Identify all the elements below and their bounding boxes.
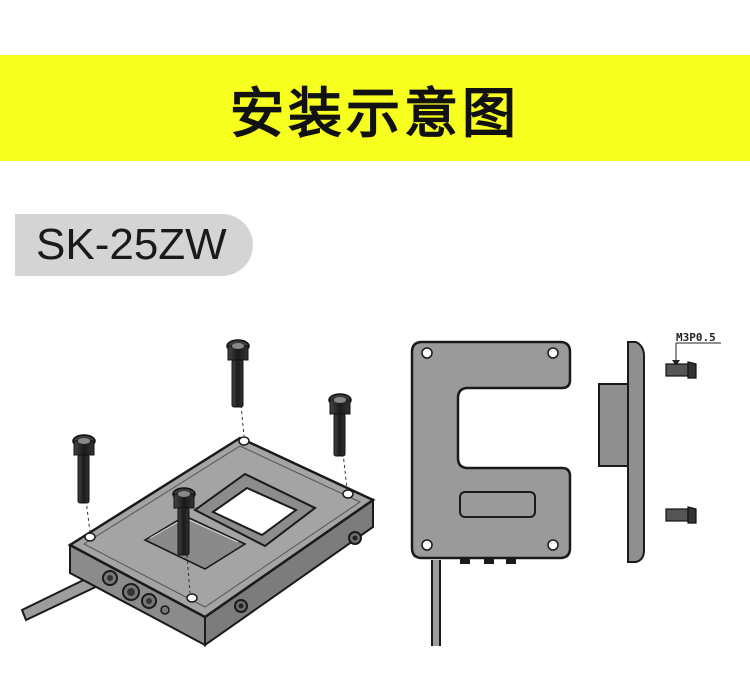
front-slot	[459, 491, 536, 518]
corner-hole	[547, 347, 559, 359]
top-slot	[143, 515, 247, 570]
screw-side-view	[665, 361, 697, 379]
side-plate	[627, 341, 645, 563]
title-banner: 安装示意图	[0, 55, 750, 161]
mounting-screw	[226, 339, 250, 408]
block-top-face	[67, 436, 376, 619]
screw-side-view	[665, 506, 697, 524]
sensor-front-view	[410, 340, 572, 646]
c-shape-body	[410, 340, 572, 560]
mounting-screw	[72, 434, 96, 504]
corner-hole	[421, 539, 433, 551]
sensor-isometric-view	[20, 339, 376, 647]
corner-hole	[186, 593, 198, 603]
corner-hole	[421, 347, 433, 359]
corner-hole	[238, 436, 250, 446]
mounting-screw	[172, 487, 196, 556]
screw-detail: M3P0.5	[665, 331, 721, 524]
corner-hole	[342, 489, 354, 499]
sensor-side-view	[598, 341, 645, 563]
side-boss	[598, 383, 629, 467]
window-opening	[211, 486, 298, 537]
model-name: SK-25ZW	[36, 220, 227, 269]
front-port	[160, 605, 170, 615]
screw-spec-label: M3P0.5	[676, 331, 716, 344]
corner-hole	[547, 539, 559, 551]
mounting-screw	[328, 393, 352, 457]
corner-hole	[84, 532, 96, 542]
page-title: 安装示意图	[230, 81, 520, 145]
model-tag: SK-25ZW	[15, 214, 253, 276]
